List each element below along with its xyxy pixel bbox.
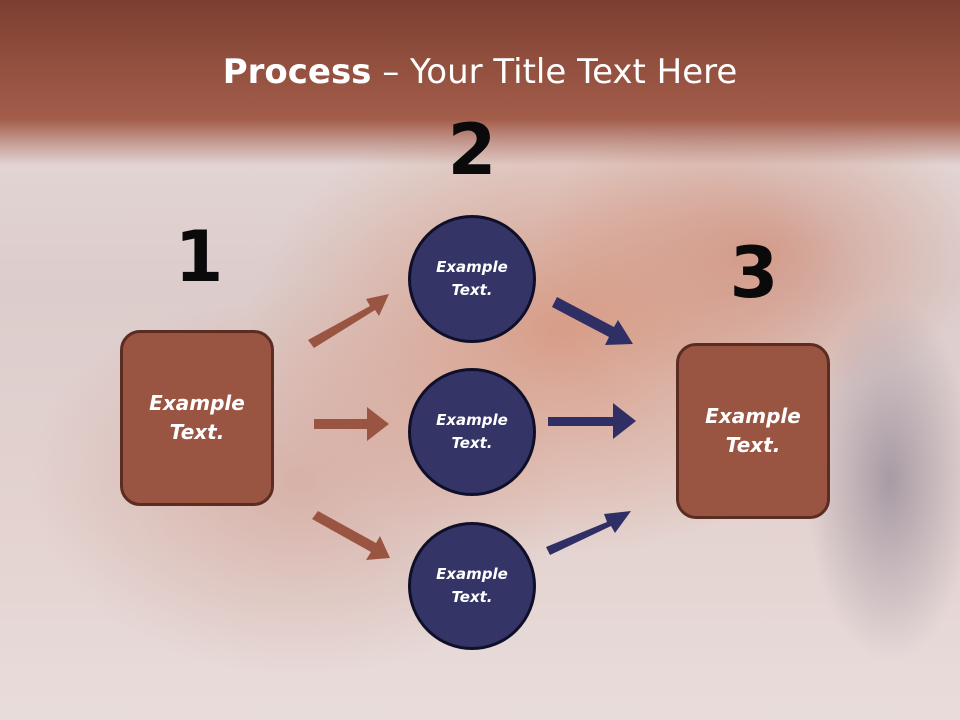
step-3-box-text: Example Text. <box>705 404 801 457</box>
step-number-2: 2 <box>447 109 497 191</box>
title-bold: Process <box>222 52 372 92</box>
title-band <box>0 0 960 165</box>
step-1-box: Example Text. <box>120 330 274 506</box>
step-1-box-text: Example Text. <box>149 391 245 444</box>
step-3-box: Example Text. <box>676 343 830 519</box>
step-2-circle-bottom: Example Text. <box>408 522 536 650</box>
circle-bottom-text: Example Text. <box>436 564 508 606</box>
step-2-circle-top: Example Text. <box>408 215 536 343</box>
arrow-to-middle-circle <box>314 407 389 441</box>
slide-title: Process – Your Title Text Here <box>0 52 960 92</box>
step-2-circle-middle: Example Text. <box>408 368 536 496</box>
arrow-from-bottom-circle <box>546 511 631 555</box>
arrow-to-bottom-circle <box>312 511 390 560</box>
step-number-1: 1 <box>174 216 224 298</box>
right-arrows <box>546 297 636 555</box>
arrow-from-middle-circle <box>548 403 636 439</box>
circle-middle-text: Example Text. <box>436 410 508 452</box>
arrow-from-top-circle <box>552 297 633 345</box>
circle-top-text: Example Text. <box>436 257 508 299</box>
arrow-to-top-circle <box>308 294 389 348</box>
step-number-3: 3 <box>729 232 779 314</box>
left-arrows <box>308 294 390 560</box>
title-rest: – Your Title Text Here <box>371 52 738 92</box>
